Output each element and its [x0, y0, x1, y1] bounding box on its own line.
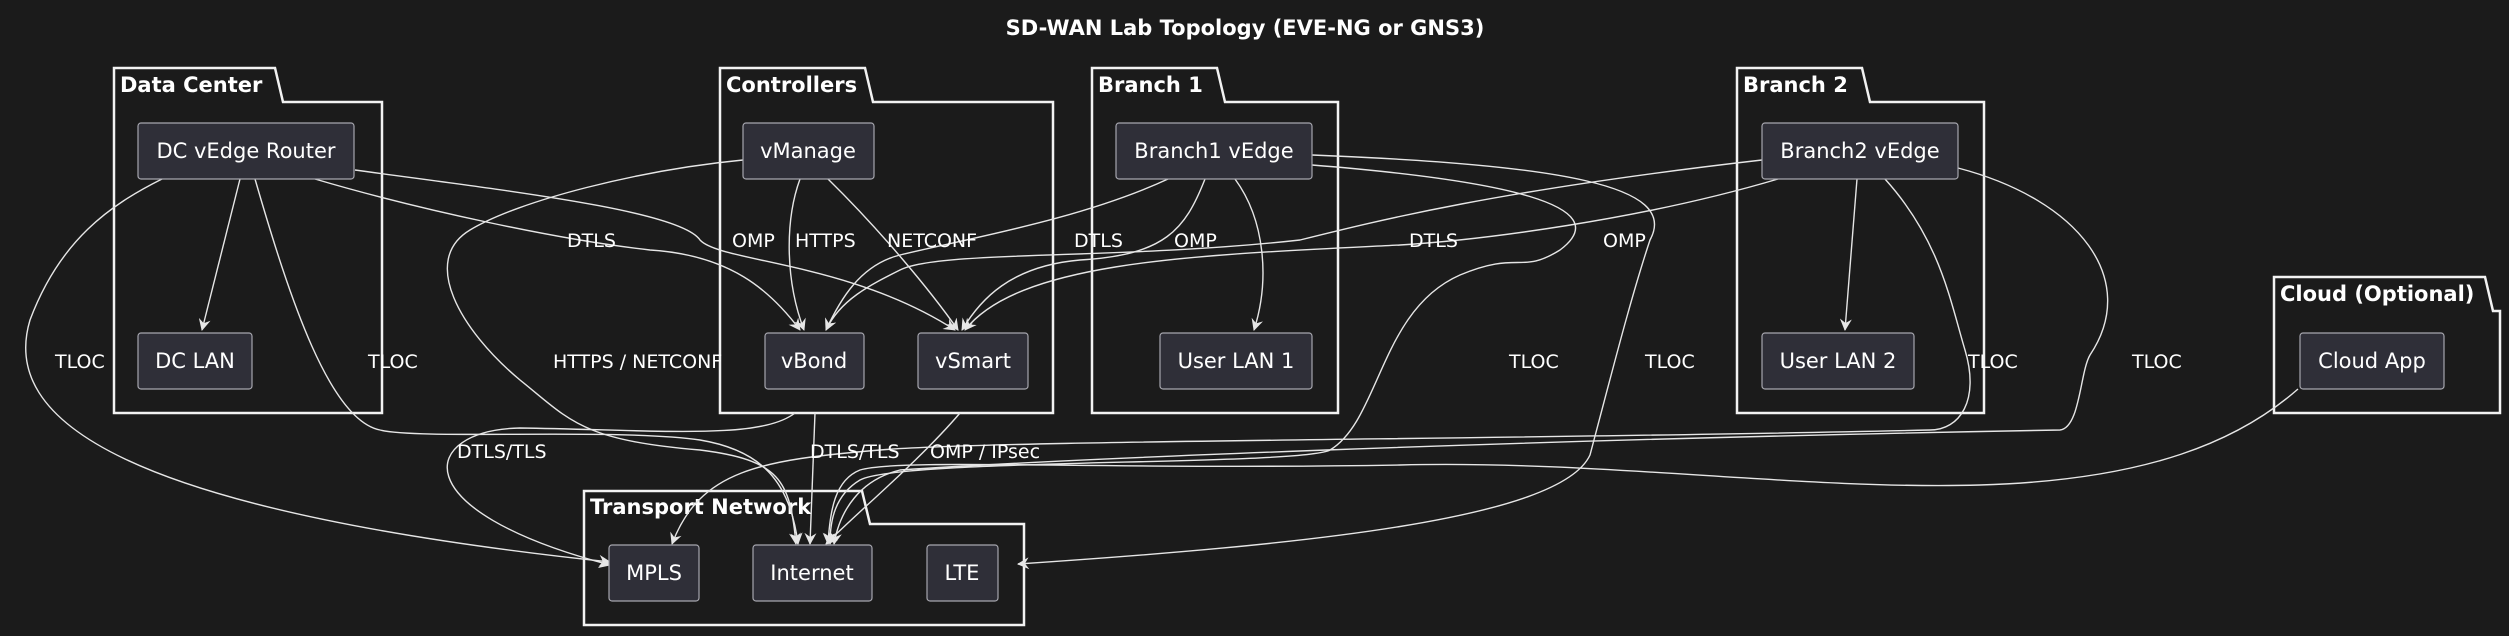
edge-b2-to-mpls	[670, 178, 1971, 545]
edge-vmanage-to-vsmart	[827, 178, 959, 331]
node-label: Cloud App	[2318, 349, 2426, 373]
node-cloud-app[interactable]: Cloud App	[2299, 332, 2445, 390]
node-vsmart[interactable]: vSmart	[917, 332, 1029, 390]
edge-label: TLOC	[1644, 351, 1695, 373]
edge-label: DTLS	[1074, 230, 1123, 252]
node-branch2-vedge[interactable]: Branch2 vEdge	[1761, 122, 1959, 180]
node-label: Branch1 vEdge	[1134, 139, 1293, 163]
edge-b1-to-vbond	[825, 178, 1169, 331]
node-dc-lan[interactable]: DC LAN	[137, 332, 253, 390]
edge-vbond-to-mpls	[446, 412, 796, 569]
edge-label: OMP / IPsec	[930, 441, 1040, 463]
edge-b1-to-userlan1	[1234, 178, 1264, 331]
node-label: vSmart	[935, 349, 1011, 373]
node-label: Internet	[770, 561, 853, 585]
node-user-lan-2[interactable]: User LAN 2	[1761, 332, 1915, 390]
package-cloud: Cloud (Optional)	[2272, 275, 2502, 415]
package-label: Transport Network	[590, 495, 812, 519]
edge-label: OMP	[732, 230, 775, 252]
edge-dc-to-vbond	[314, 178, 801, 331]
node-branch1-vedge[interactable]: Branch1 vEdge	[1115, 122, 1313, 180]
edges	[25, 154, 2299, 570]
package-data-center: Data Center	[112, 66, 384, 415]
edge-dc-to-vsmart	[354, 169, 956, 331]
edge-label: OMP	[1603, 230, 1646, 252]
edge-label: TLOC	[54, 351, 105, 373]
edge-b2-to-vbond	[825, 159, 1763, 331]
edge-vsmart-to-internet	[825, 412, 961, 545]
package-branch-1: Branch 1	[1090, 66, 1340, 415]
node-mpls[interactable]: MPLS	[608, 544, 700, 602]
edge-label: OMP	[1174, 230, 1217, 252]
edge-dc-to-mpls	[25, 178, 611, 567]
node-label: Branch2 vEdge	[1780, 139, 1939, 163]
edge-label: DTLS	[1409, 230, 1458, 252]
edge-b2-to-vsmart	[964, 178, 1779, 331]
edge-label: NETCONF	[887, 230, 977, 252]
package-controllers: Controllers	[718, 66, 1055, 415]
node-dc-vedge-router[interactable]: DC vEdge Router	[137, 122, 355, 180]
edge-label: TLOC	[2131, 351, 2182, 373]
package-label: Branch 1	[1098, 73, 1203, 97]
node-internet[interactable]: Internet	[752, 544, 873, 602]
node-vbond[interactable]: vBond	[764, 332, 865, 390]
package-label: Cloud (Optional)	[2280, 282, 2474, 306]
edge-dc-to-internet	[254, 178, 803, 545]
edge-label: DTLS/TLS	[810, 441, 900, 463]
diagram-title: SD-WAN Lab Topology (EVE-NG or GNS3)	[1006, 16, 1485, 40]
edge-vbond-to-internet	[804, 412, 817, 545]
edge-b1-to-lte	[1017, 154, 1656, 570]
node-lte[interactable]: LTE	[926, 544, 999, 602]
edge-dc-to-dclan	[198, 178, 241, 331]
edge-vmanage-to-internet	[446, 159, 801, 545]
package-label: Branch 2	[1743, 73, 1848, 97]
package-transport-network: Transport Network	[582, 489, 1026, 627]
edge-vmanage-to-vbond	[788, 178, 806, 331]
node-vmanage[interactable]: vManage	[742, 122, 875, 180]
edge-cloud-to-internet	[822, 388, 2299, 545]
edge-label: DTLS/TLS	[457, 441, 547, 463]
edge-label: TLOC	[1508, 351, 1559, 373]
node-user-lan-1[interactable]: User LAN 1	[1159, 332, 1313, 390]
node-label: vManage	[760, 139, 856, 163]
node-label: vBond	[781, 349, 847, 373]
package-label: Data Center	[120, 73, 263, 97]
edge-label: HTTPS / NETCONF	[553, 351, 722, 373]
package-label: Controllers	[726, 73, 857, 97]
edge-label: HTTPS	[795, 230, 856, 252]
edge-label: TLOC	[1967, 351, 2018, 373]
edge-label: DTLS	[567, 230, 616, 252]
edge-labels: TLOC TLOC DTLS OMP HTTPS NETCONF HTTPS /…	[54, 230, 2182, 463]
node-label: User LAN 1	[1178, 349, 1295, 373]
edge-b2-to-userlan2	[1839, 178, 1858, 331]
node-label: DC vEdge Router	[156, 139, 335, 163]
node-label: DC LAN	[155, 349, 235, 373]
edge-b2-to-internet	[830, 167, 2109, 545]
node-label: User LAN 2	[1780, 349, 1897, 373]
edge-label: TLOC	[367, 351, 418, 373]
edge-b1-to-vsmart	[961, 178, 1206, 331]
node-label: MPLS	[626, 561, 682, 585]
node-label: LTE	[945, 561, 980, 585]
package-branch-2: Branch 2	[1735, 66, 1986, 415]
